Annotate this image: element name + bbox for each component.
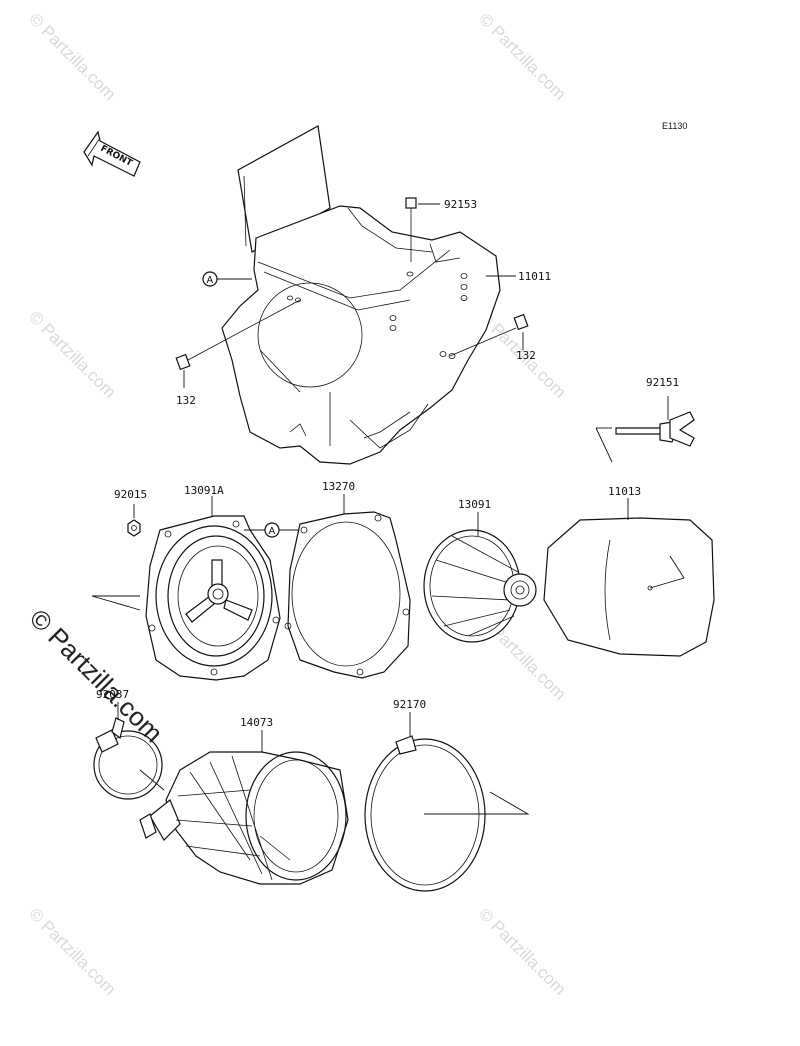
air-cleaner-housing-11011	[221, 125, 501, 465]
label-11011: 11011	[518, 270, 551, 283]
label-132-right: 132	[516, 349, 536, 362]
watermark-bottom-right: © Partzilla.com	[475, 904, 569, 998]
label-14073: 14073	[240, 716, 273, 729]
watermark-large: © Partzilla.com	[24, 603, 169, 748]
label-11013: 11013	[608, 485, 641, 498]
wing-bolt-92151: 92151	[595, 376, 695, 463]
filter-cage-13091: 13091	[423, 498, 537, 643]
bolt-132-left: 132	[175, 299, 301, 407]
gasket-13270: 13270	[284, 480, 411, 679]
ref-marker-a-text: A	[207, 275, 214, 286]
nut-92015: 92015	[114, 488, 147, 537]
label-92170: 92170	[393, 698, 426, 711]
watermark-top-right: © Partzilla.com	[475, 9, 569, 103]
foam-filter-11013: 11013	[543, 485, 715, 657]
ref-marker-a-housing: A	[202, 271, 252, 287]
front-arrow-icon: FRONT	[83, 130, 141, 177]
label-132-left: 132	[176, 394, 196, 407]
label-92015: 92015	[114, 488, 147, 501]
air-cleaner-base-13091A: 13091A	[91, 484, 281, 681]
clamp-92170: 92170	[364, 698, 530, 892]
bolt-132-right: 132	[449, 313, 536, 362]
screw-92153: 92153	[405, 197, 477, 262]
label-92037: 92037	[96, 688, 129, 701]
clamp-92037: 92037	[93, 688, 165, 800]
label-92153: 92153	[444, 198, 477, 211]
label-13091A: 13091A	[184, 484, 224, 497]
label-92151: 92151	[646, 376, 679, 389]
intake-boot-14073: 14073	[139, 716, 349, 885]
watermark-top-left: © Partzilla.com	[25, 9, 119, 103]
watermark-bottom-left: © Partzilla.com	[25, 904, 119, 998]
diagram-code: E1130	[662, 121, 687, 131]
label-13270: 13270	[322, 480, 355, 493]
ref-marker-a-gasket-text: A	[269, 526, 276, 537]
label-13091: 13091	[458, 498, 491, 511]
watermark-mid-left: © Partzilla.com	[25, 307, 119, 401]
ref-marker-a-gasket: A	[244, 522, 300, 538]
